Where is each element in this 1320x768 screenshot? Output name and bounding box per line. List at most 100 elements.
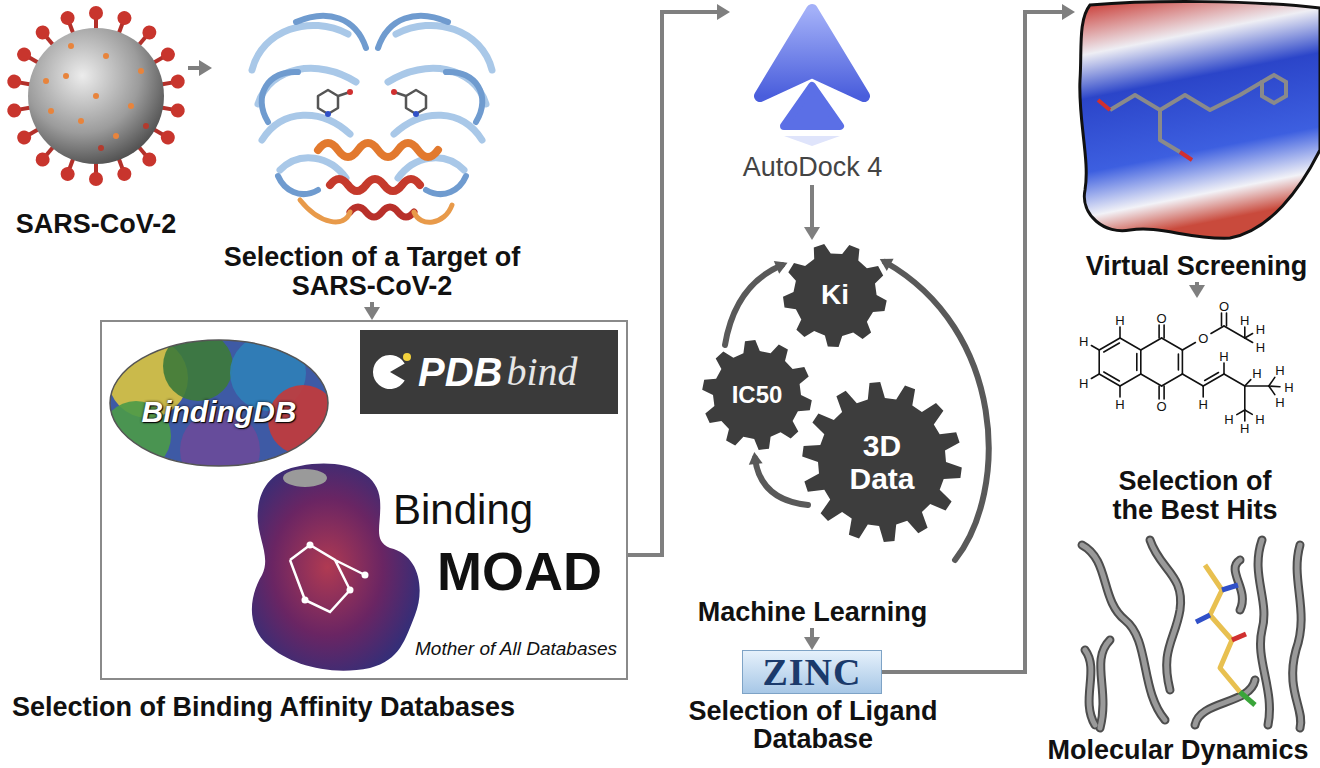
arrow-head [1062, 4, 1075, 20]
molecule-bonds-part [1163, 386, 1165, 399]
protein-illustration-part-part [378, 16, 448, 48]
docking-surface-part [1080, 2, 1320, 239]
molecule-bonds-part [1091, 346, 1099, 351]
protein-illustration-part [394, 90, 426, 114]
protein-illustration-part [414, 205, 452, 222]
logo-text: MOAD [437, 540, 602, 602]
virus-illustration-part [68, 43, 74, 49]
molecule-bonds-part [1245, 410, 1253, 414]
gear-node: IC50 [702, 340, 812, 450]
atom-label: H [1256, 323, 1265, 336]
protein-illustration [252, 16, 492, 222]
virus-illustration-part [89, 162, 103, 186]
protein-illustration-part-part [262, 115, 350, 140]
protein-illustration-part-part [258, 68, 356, 104]
molecule-bonds-part [1237, 410, 1245, 415]
protein-illustration-part-part [252, 25, 348, 70]
molecule-bonds-part [1091, 374, 1099, 379]
molecule-bonds-part [1158, 386, 1160, 399]
node-caption: Selection of a Target of SARS-CoV-2 [212, 243, 532, 302]
md-snapshot-part [1196, 615, 1210, 622]
molecule-bonds-part [1224, 326, 1245, 338]
gear-node: 3D Data [802, 382, 962, 542]
docking-surface-part [1262, 75, 1286, 103]
protein-illustration-part [262, 16, 483, 194]
group-caption: Selection of Binding Affinity Databases [12, 692, 515, 723]
database-logo: BindingDB [108, 338, 330, 468]
protein-illustration-part [350, 207, 414, 217]
gear-label: IC50 [732, 382, 783, 408]
molecule-bonds-part [1211, 326, 1224, 334]
atom-label: H [1275, 364, 1284, 377]
cycle-arrows-part [725, 265, 782, 345]
molecule-bonds-part [1224, 374, 1245, 386]
moad-surface-part [347, 587, 354, 594]
logo-tagline: Mother of All Databases [415, 638, 617, 660]
docking-surface [1080, 2, 1320, 239]
oval-outline-part [101, 331, 338, 490]
atom-label: H [1252, 367, 1261, 380]
molecule-bonds-part [1182, 343, 1195, 351]
virus-illustration-part [93, 93, 99, 99]
molecule-bonds-part [1162, 338, 1183, 350]
molecule-bonds-part [1119, 386, 1121, 397]
arrow-line [810, 185, 814, 230]
virus-illustration-part [48, 108, 54, 114]
atom-label: H [1079, 377, 1088, 390]
logo-text: PDB [418, 352, 502, 392]
protein-illustration-part [347, 89, 353, 95]
gear-outline-part [783, 244, 887, 347]
atom-label: H [1255, 413, 1264, 426]
md-snapshot-part [1222, 585, 1238, 590]
protein-illustration-part-part [278, 176, 318, 194]
molecule-bonds-part [1244, 410, 1246, 421]
gear-outline-part [702, 340, 812, 450]
pdb-outline-part [360, 330, 618, 414]
molecule-bonds-part [1205, 373, 1219, 381]
database-logo: ZINCSelection of Ligand Database [742, 650, 882, 694]
atom-label: H [1219, 350, 1228, 363]
node-caption: Selection of Ligand Database [683, 697, 943, 754]
arrow-head [199, 60, 212, 76]
virus-illustration-part [113, 133, 119, 139]
protein-illustration-part-part [280, 158, 346, 178]
virus-illustration-part [143, 123, 149, 129]
arrow-head [804, 637, 820, 650]
molecule-bonds-part [1141, 338, 1162, 350]
molecule-bonds-part [1245, 338, 1253, 343]
md-snapshot-part [1205, 565, 1240, 692]
flow-arrow [364, 302, 380, 320]
pdb-outline-part [403, 353, 411, 361]
virus-illustration-part [43, 78, 49, 84]
protein-illustration-part [318, 90, 350, 114]
oval-outline-part [110, 340, 328, 466]
docking-surface-part [1098, 100, 1192, 160]
atom-label: H [1079, 335, 1088, 348]
moad-surface-part [283, 469, 327, 487]
autodock-logo-part [784, 136, 840, 146]
logo-text: BindingDB [142, 395, 297, 430]
gear-label: Ki [821, 280, 849, 311]
md-snapshot-part [1232, 634, 1246, 640]
image-node: SARS-CoV-2 [4, 4, 188, 240]
molecule-bonds-part [1104, 372, 1120, 381]
protein-illustration-part-part [296, 16, 366, 48]
molecule-bonds-part [1136, 354, 1138, 371]
virus-illustration-part [138, 68, 144, 74]
group-box: Selection of Binding Affinity DatabasesP… [100, 320, 628, 680]
protein-illustration-part-part [388, 68, 486, 104]
node-caption: Selection of the Best Hits [1100, 467, 1290, 526]
atom-label: H [1240, 422, 1249, 435]
virus-illustration-part [78, 118, 84, 124]
moad-surface-part [290, 545, 365, 612]
molecule-bonds-part [1223, 363, 1225, 374]
arrow-head [364, 307, 380, 320]
arrow-line [882, 12, 1065, 672]
atom-label: O [1157, 312, 1167, 325]
molecule-bonds-part [1202, 386, 1204, 397]
image-node: Selection of a Target of SARS-CoV-2 [212, 2, 532, 302]
virus-illustration-part [128, 103, 134, 109]
logo-text: Binding [393, 486, 533, 534]
